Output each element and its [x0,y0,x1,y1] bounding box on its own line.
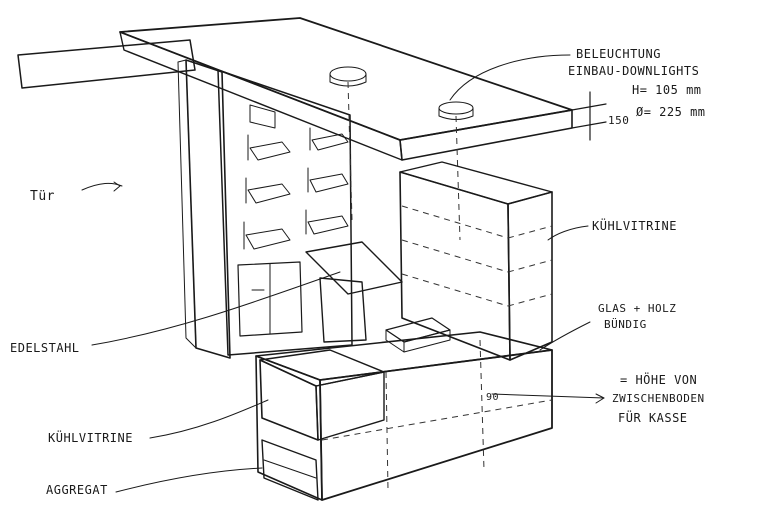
shelf-trays-right [305,127,349,235]
label-height-1: = HÖHE VON [620,371,697,387]
tall-display-side [507,191,553,361]
aggregate-box [261,439,319,501]
wood-column-side [177,59,197,349]
tall-display-shelves [401,205,553,307]
label-stainless: EDELSTAHL [10,341,80,355]
label-lighting-diameter: Ø= 225 mm [636,105,706,119]
ceiling-beam [17,39,196,89]
label-lighting-height: H= 105 mm [632,83,702,97]
label-door: Tür [30,189,55,204]
label-lighting-2: EINBAU-DOWNLIGHTS [568,64,699,78]
back-cabinet [237,261,303,337]
label-lighting-1: BELEUCHTUNG [576,47,661,61]
label-height-3: FÜR KASSE [618,409,688,425]
leader-lines [81,54,605,493]
label-height-value: 90 [486,392,499,403]
counter-front [319,349,553,501]
label-unit: AGGREGAT [46,483,108,497]
low-display-front [259,359,319,441]
low-display-side [315,371,385,441]
steel-front [319,277,367,343]
red-box [249,104,276,129]
shelf-wall [217,69,353,356]
thickness-dimension [571,91,607,141]
counter-left [255,355,323,501]
ceiling-panel-front [399,109,573,161]
label-glass-wood-1: GLAS + HOLZ [598,302,676,315]
label-height-2: ZWISCHENBODEN [612,392,705,405]
ceiling-panel-left [119,31,403,161]
shelf-trays-left [243,134,291,250]
label-glass-wood-2: BÜNDIG [604,318,647,331]
tall-display-top [399,161,553,205]
label-thickness: 150 [608,114,629,127]
label-cool-display-low: KÜHLVITRINE [48,429,133,445]
label-cool-display-top: KÜHLVITRINE [592,217,677,233]
